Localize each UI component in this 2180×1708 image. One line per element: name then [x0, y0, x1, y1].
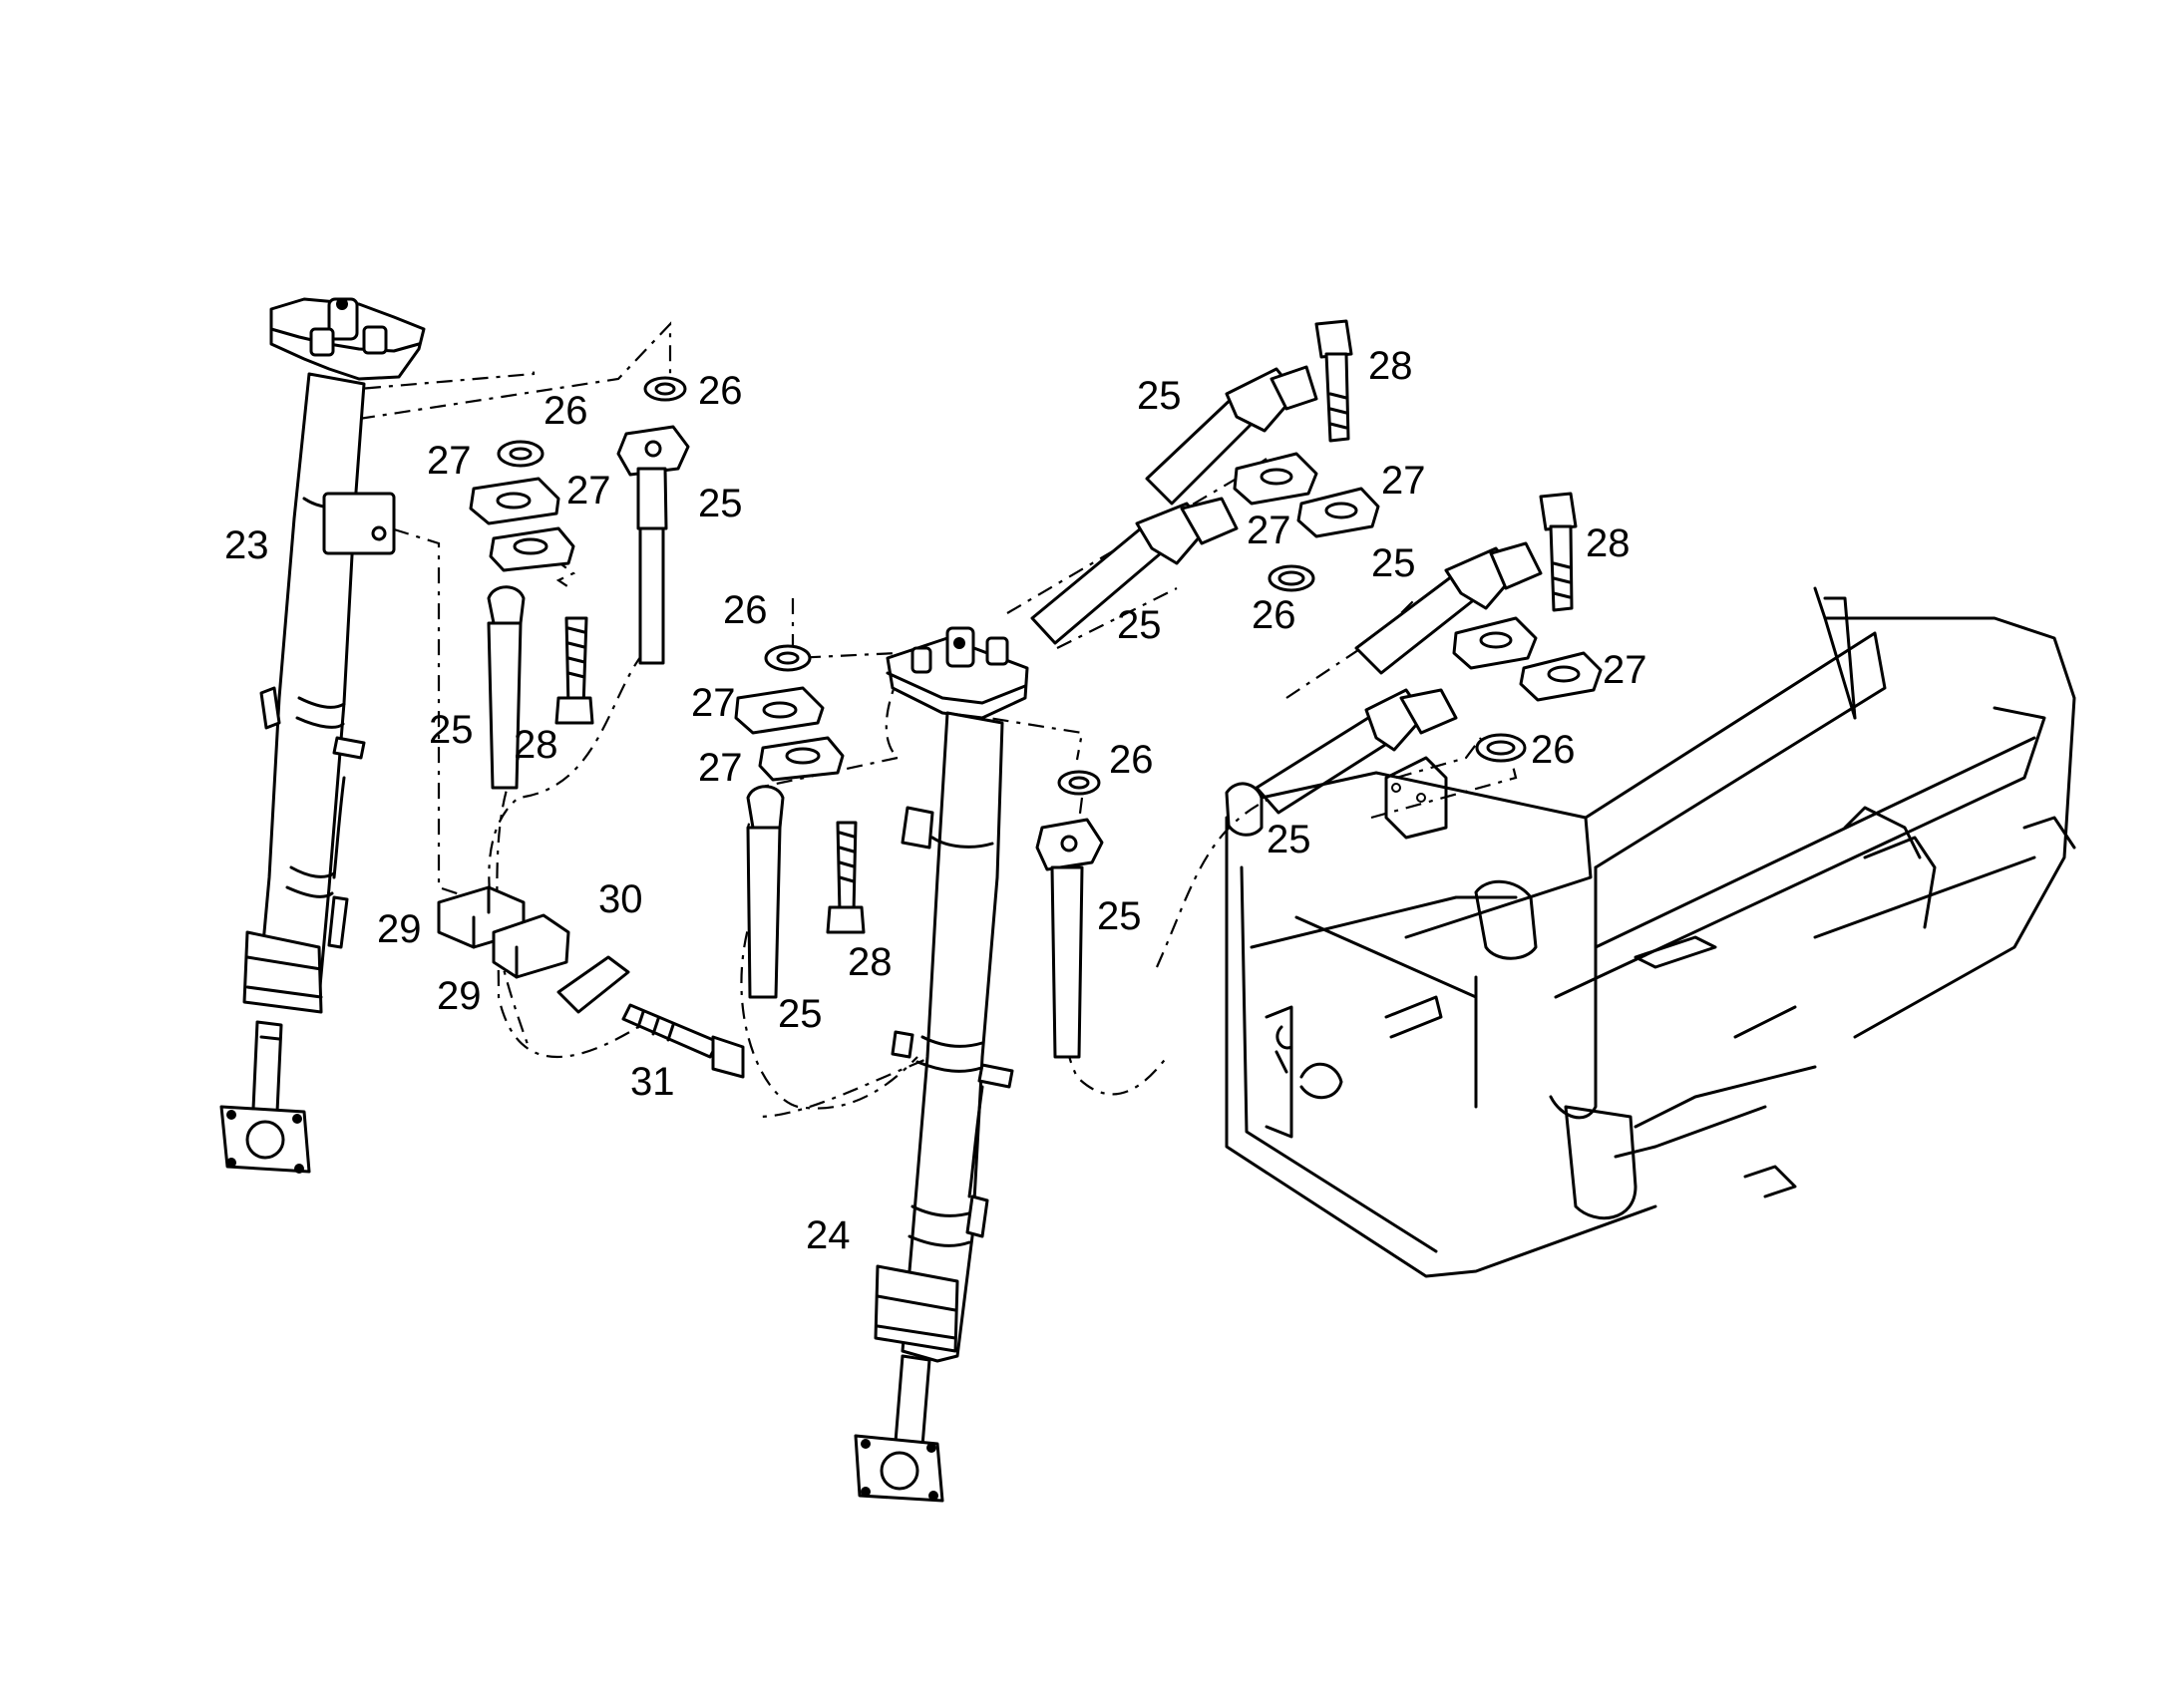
callout-26: 26	[723, 588, 768, 632]
callout-31: 31	[630, 1060, 675, 1104]
callout-28: 28	[848, 940, 893, 984]
callout-24: 24	[806, 1213, 851, 1257]
callout-25: 25	[698, 482, 743, 525]
machine-frame	[1225, 586, 2076, 1278]
split-flanges-27	[469, 452, 1603, 782]
clamp-blocks-29	[437, 885, 570, 979]
plate-30	[556, 955, 630, 1014]
bolt-31	[621, 1003, 745, 1079]
hydraulic-pipes-25	[487, 365, 1543, 1059]
bolts-28	[554, 319, 1578, 934]
callout-27: 27	[1247, 509, 1291, 552]
callout-26: 26	[1109, 738, 1154, 782]
callout-28: 28	[1586, 521, 1631, 565]
callout-25: 25	[1371, 541, 1416, 585]
callout-25: 25	[1137, 374, 1182, 418]
callout-29: 29	[377, 907, 422, 951]
callout-25: 25	[429, 708, 474, 752]
callout-26: 26	[544, 389, 588, 433]
hydraulic-cylinder-24	[854, 626, 1029, 1503]
callout-27: 27	[427, 439, 472, 483]
hydraulic-cylinder-23	[219, 297, 426, 1174]
callout-25: 25	[1117, 603, 1162, 647]
callout-26: 26	[1531, 728, 1576, 772]
callout-25: 25	[1097, 894, 1142, 938]
callout-27: 27	[1603, 648, 1647, 692]
callout-28: 28	[1368, 344, 1413, 388]
callout-25: 25	[1267, 818, 1311, 861]
callout-27: 27	[691, 681, 736, 725]
callout-28: 28	[514, 723, 558, 767]
callout-26: 26	[1252, 593, 1296, 637]
callout-23: 23	[224, 523, 269, 567]
callout-27: 27	[1381, 459, 1426, 503]
callout-26: 26	[698, 369, 743, 413]
callout-30: 30	[598, 877, 643, 921]
washers-26	[497, 376, 1527, 796]
callout-25: 25	[778, 992, 823, 1036]
callout-27: 27	[698, 746, 743, 790]
callout-29: 29	[437, 974, 482, 1018]
callout-27: 27	[566, 469, 611, 512]
callout-labels: 23 24 25 25 25 25 25 25 25 25 26 26 26 2…	[224, 344, 1647, 1257]
